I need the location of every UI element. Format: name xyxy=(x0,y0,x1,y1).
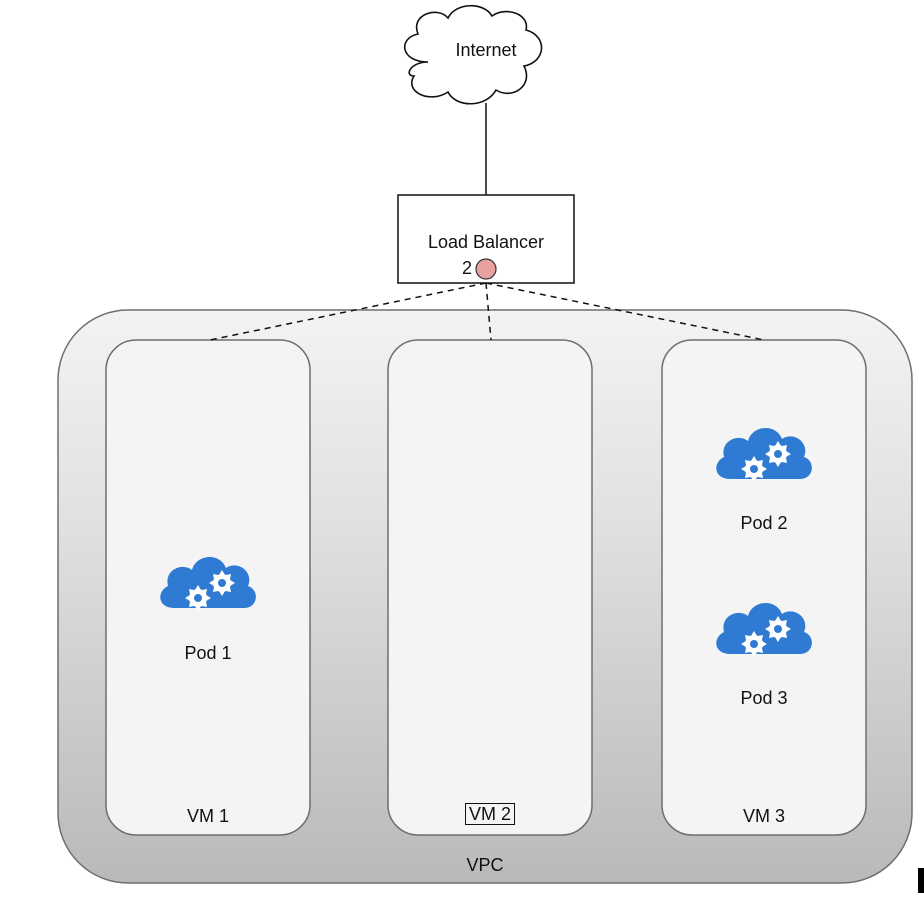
vpc-label: VPC xyxy=(466,855,504,875)
vm-1-label: VM 1 xyxy=(186,806,229,826)
lb-to-vm1-link xyxy=(209,282,487,341)
vm-2-label: VM 2 xyxy=(464,803,515,825)
lb-to-vm3-link xyxy=(485,282,765,341)
vm-3-label: VM 3 xyxy=(742,806,785,826)
pod-1-label: Pod 1 xyxy=(184,643,232,663)
lb-badge-number: 2 xyxy=(461,258,472,278)
internet-label: Internet xyxy=(455,40,517,60)
lb-badge-dot xyxy=(475,258,497,280)
lb-to-vm2-link xyxy=(485,282,492,341)
vm-2-box xyxy=(387,339,593,836)
vm-3-box xyxy=(661,339,867,836)
edge-marker xyxy=(918,868,924,893)
internet-cloud xyxy=(403,4,543,105)
load-balancer-label: Load Balancer xyxy=(427,232,545,252)
pod-3-label: Pod 3 xyxy=(740,688,788,708)
vm-2-label-wrapper: VM 2 xyxy=(440,803,540,825)
pod-2-label: Pod 2 xyxy=(740,513,788,533)
